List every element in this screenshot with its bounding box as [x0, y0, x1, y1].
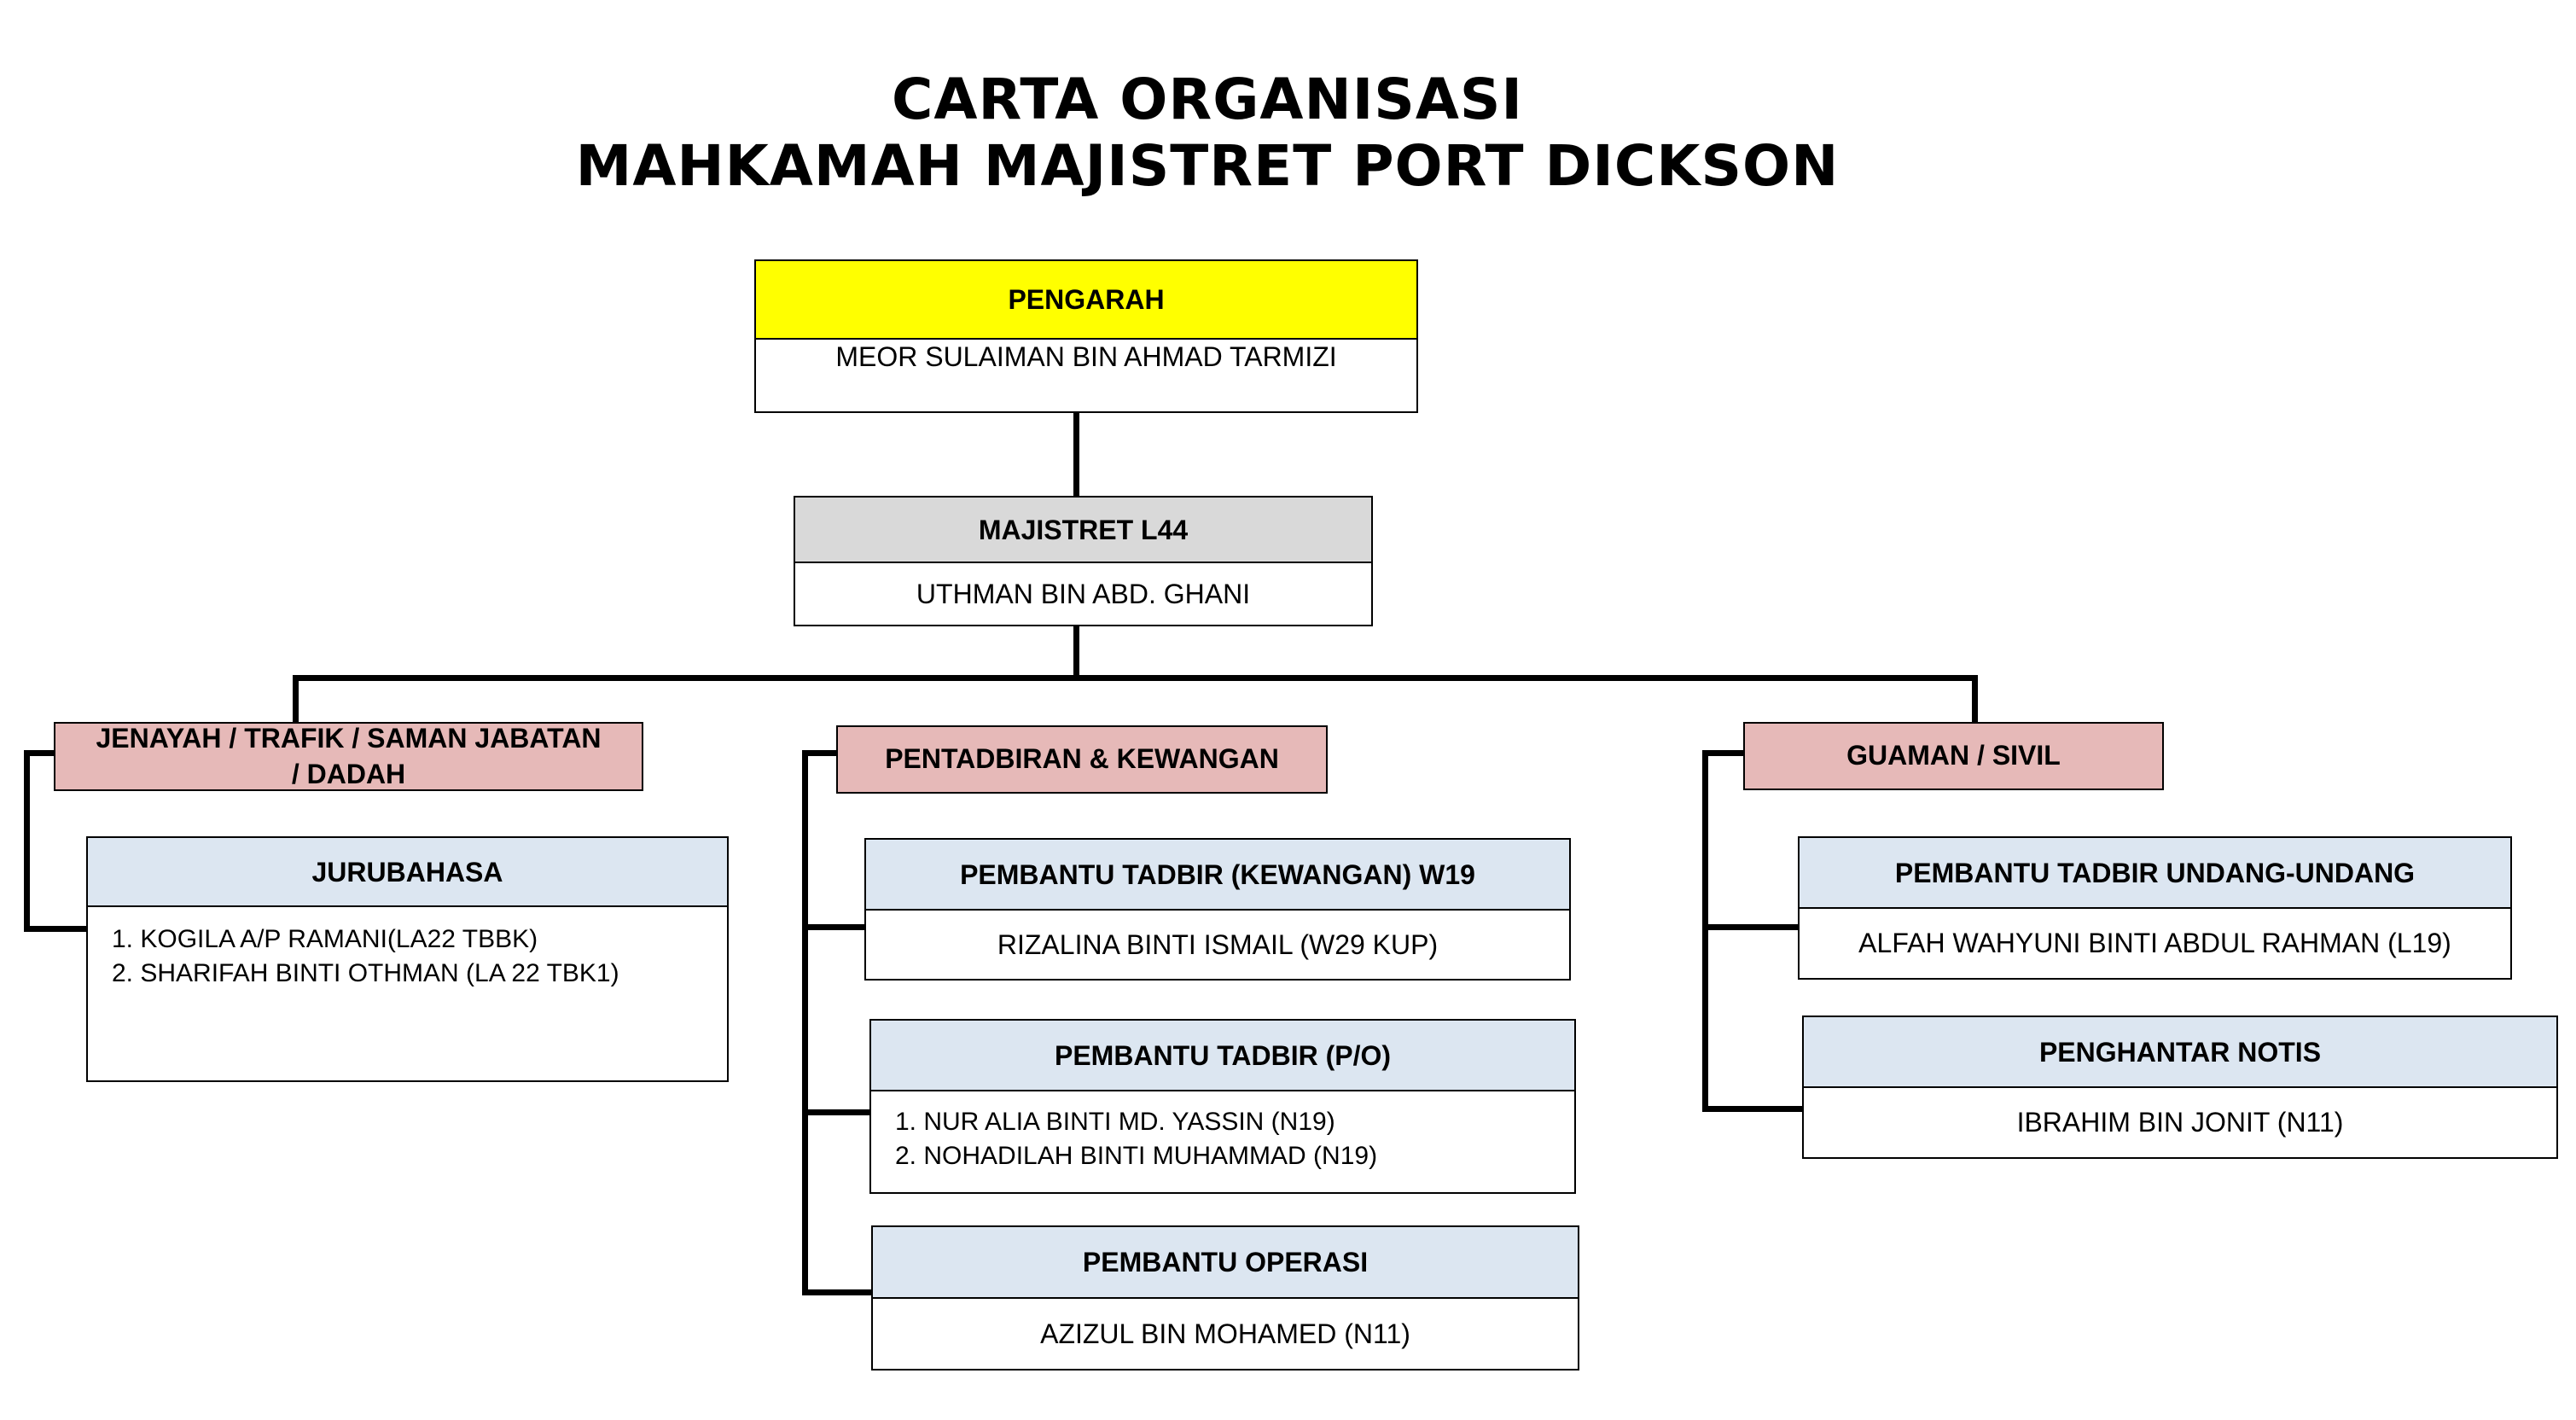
operasi-name: AZIZUL BIN MOHAMED (N11): [1040, 1318, 1410, 1349]
pengarah-box: PENGARAH MEOR SULAIMAN BIN AHMAD TARMIZI: [754, 259, 1418, 413]
kewangan-name: RIZALINA BINTI ISMAIL (W29 KUP): [997, 928, 1439, 960]
bracket-guaman-vertical: [1702, 750, 1708, 1112]
bracket-pentadbiran-tick3: [802, 1289, 872, 1295]
undang-name: ALFAH WAHYUNI BINTI ABDUL RAHMAN (L19): [1858, 928, 2451, 958]
operasi-header: PEMBANTU OPERASI: [873, 1227, 1578, 1299]
bracket-pentadbiran-tick1: [802, 924, 865, 930]
bracket-guaman-top: [1702, 750, 1745, 756]
pengarah-header: PENGARAH: [756, 261, 1416, 340]
bracket-pentadbiran-vertical: [802, 750, 808, 1295]
notis-box: PENGHANTAR NOTIS IBRAHIM BIN JONIT (N11): [1802, 1016, 2558, 1159]
connector-horizontal-main: [293, 675, 1978, 681]
bracket-guaman-tick2: [1702, 1106, 1805, 1112]
operasi-box: PEMBANTU OPERASI AZIZUL BIN MOHAMED (N11…: [871, 1225, 1579, 1371]
dept-guaman: GUAMAN / SIVIL: [1743, 722, 2164, 790]
jurubahasa-header: JURUBAHASA: [88, 838, 727, 907]
bracket-guaman-tick1: [1702, 924, 1800, 930]
connector-majistret-down: [1073, 626, 1079, 678]
list-item: 2. NOHADILAH BINTI MUHAMMAD (N19): [895, 1142, 1378, 1170]
chart-title-line1: CARTA ORGANISASI: [891, 67, 1523, 132]
kewangan-box: PEMBANTU TADBIR (KEWANGAN) W19 RIZALINA …: [864, 838, 1571, 981]
bracket-jenayah-bottom: [24, 926, 87, 932]
dept-jenayah: JENAYAH / TRAFIK / SAMAN JABATAN / DADAH: [54, 722, 643, 791]
connector-drop-guaman: [1972, 675, 1978, 722]
list-item: 1. NUR ALIA BINTI MD. YASSIN (N19): [895, 1108, 1335, 1136]
chart-title-line2: MAHKAMAH MAJISTRET PORT DICKSON: [575, 133, 1840, 199]
connector-drop-jenayah: [293, 675, 299, 725]
undang-box: PEMBANTU TADBIR UNDANG-UNDANG ALFAH WAHY…: [1798, 836, 2512, 980]
jurubahasa-box: JURUBAHASA 1. KOGILA A/P RAMANI(LA22 TBB…: [86, 836, 729, 1082]
bracket-pentadbiran-top: [802, 750, 838, 756]
majistret-box: MAJISTRET L44 UTHMAN BIN ABD. GHANI: [794, 496, 1373, 626]
po-header: PEMBANTU TADBIR (P/O): [871, 1021, 1574, 1091]
notis-name: IBRAHIM BIN JONIT (N11): [2016, 1107, 2344, 1138]
pengarah-name: MEOR SULAIMAN BIN AHMAD TARMIZI: [835, 341, 1337, 372]
majistret-name: UTHMAN BIN ABD. GHANI: [916, 578, 1251, 609]
kewangan-header: PEMBANTU TADBIR (KEWANGAN) W19: [866, 840, 1569, 911]
bracket-jenayah-vertical: [24, 750, 30, 932]
bracket-jenayah-top: [24, 750, 56, 756]
connector-pengarah-majistret: [1073, 413, 1079, 497]
majistret-header: MAJISTRET L44: [795, 498, 1371, 563]
list-item: 2. SHARIFAH BINTI OTHMAN (LA 22 TBK1): [112, 959, 619, 987]
bracket-pentadbiran-tick2: [802, 1109, 870, 1115]
undang-header: PEMBANTU TADBIR UNDANG-UNDANG: [1800, 838, 2510, 909]
jurubahasa-list: 1. KOGILA A/P RAMANI(LA22 TBBK) 2. SHARI…: [88, 907, 727, 991]
dept-pentadbiran: PENTADBIRAN & KEWANGAN: [836, 725, 1328, 794]
notis-header: PENGHANTAR NOTIS: [1804, 1017, 2556, 1088]
po-box: PEMBANTU TADBIR (P/O) 1. NUR ALIA BINTI …: [869, 1019, 1576, 1194]
po-list: 1. NUR ALIA BINTI MD. YASSIN (N19) 2. NO…: [871, 1091, 1574, 1173]
list-item: 1. KOGILA A/P RAMANI(LA22 TBBK): [112, 925, 538, 953]
